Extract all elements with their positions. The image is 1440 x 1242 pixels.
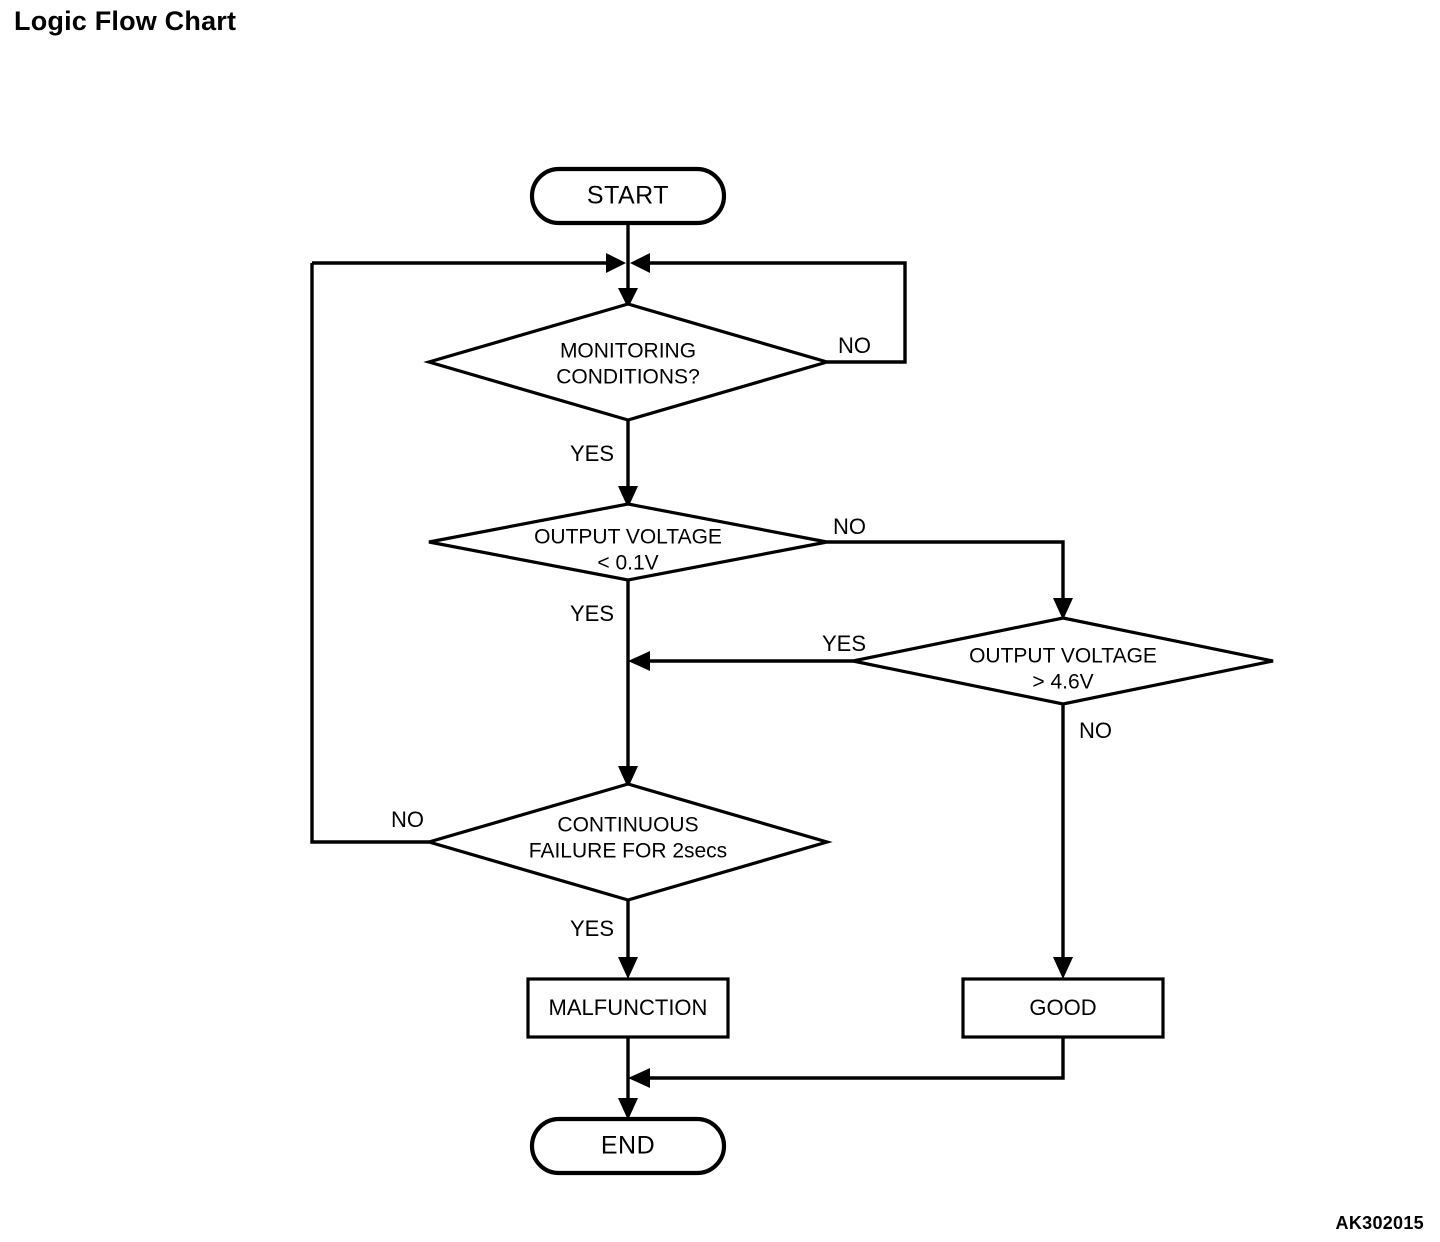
edge-label-voltage-low-no: NO: [833, 514, 866, 539]
arrow-down-into-voltage-low: [618, 486, 638, 508]
arrow-left-into-end-line: [628, 1068, 650, 1088]
reference-code: AK302015: [1335, 1213, 1424, 1233]
edge-start-to-junction: [618, 223, 638, 308]
node-good[interactable]: GOOD: [961, 977, 1165, 1039]
arrow-left-into-junction: [630, 253, 650, 273]
node-end[interactable]: END: [529, 1116, 727, 1176]
node-malfunction[interactable]: MALFUNCTION: [526, 977, 730, 1039]
edge-label-voltage-high-yes: YES: [822, 631, 866, 656]
node-monitoring-conditions[interactable]: MONITORING CONDITIONS?: [423, 302, 833, 422]
arrow-down-into-voltage-high: [1053, 598, 1073, 620]
arrow-right-into-junction: [606, 253, 626, 273]
node-continuous-failure-label-line1: CONTINUOUS: [557, 814, 698, 837]
edge-label-monitoring-yes: YES: [570, 441, 614, 466]
edge-malfunction-to-end: [618, 1037, 638, 1120]
node-output-voltage-low-label-line2: < 0.1V: [597, 552, 658, 575]
arrow-down-into-continuous-failure: [618, 766, 638, 788]
node-monitoring-conditions-label-line1: MONITORING: [560, 340, 696, 363]
node-continuous-failure-label-line2: FAILURE FOR 2secs: [529, 840, 727, 863]
edge-monitoring-no: [630, 253, 907, 364]
edge-label-voltage-low-yes: YES: [570, 601, 614, 626]
edge-monitoring-yes: [618, 420, 638, 508]
node-output-voltage-low[interactable]: OUTPUT VOLTAGE < 0.1V: [428, 502, 828, 582]
node-output-voltage-high-label-line1: OUTPUT VOLTAGE: [969, 645, 1157, 668]
edge-good-to-end: [628, 1037, 1065, 1088]
arrow-down-into-end: [618, 1098, 638, 1120]
node-output-voltage-low-label-line1: OUTPUT VOLTAGE: [534, 526, 722, 549]
edge-voltage-high-no: [1053, 704, 1073, 979]
node-end-label: END: [601, 1132, 655, 1160]
node-output-voltage-high-label-line2: > 4.6V: [1032, 671, 1093, 694]
arrow-left-into-main-line: [628, 651, 650, 671]
edge-voltage-low-no: [827, 540, 1073, 620]
arrow-down-into-malfunction: [618, 957, 638, 979]
edge-label-continuous-failure-no: NO: [391, 807, 424, 832]
node-output-voltage-high[interactable]: OUTPUT VOLTAGE > 4.6V: [852, 616, 1274, 706]
node-malfunction-label: MALFUNCTION: [549, 995, 708, 1020]
edge-continuous-failure-yes: [618, 900, 638, 979]
arrow-down-into-good: [1053, 957, 1073, 979]
edge-label-continuous-failure-yes: YES: [570, 916, 614, 941]
arrow-down-into-monitor: [618, 288, 638, 308]
edge-label-monitoring-no: NO: [838, 333, 871, 358]
node-start-label: START: [587, 182, 669, 210]
page-title: Logic Flow Chart: [14, 6, 237, 36]
edge-label-voltage-high-no: NO: [1079, 718, 1112, 743]
node-good-label: GOOD: [1029, 995, 1096, 1020]
node-start[interactable]: START: [529, 166, 727, 226]
edge-voltage-high-yes: [628, 651, 853, 671]
edge-continuous-failure-no: [310, 263, 429, 844]
node-continuous-failure[interactable]: CONTINUOUS FAILURE FOR 2secs: [423, 782, 833, 902]
edge-voltage-low-yes: [618, 580, 638, 788]
node-monitoring-conditions-label-line2: CONDITIONS?: [556, 366, 700, 389]
edge-feedback-into-junction: [312, 253, 626, 273]
